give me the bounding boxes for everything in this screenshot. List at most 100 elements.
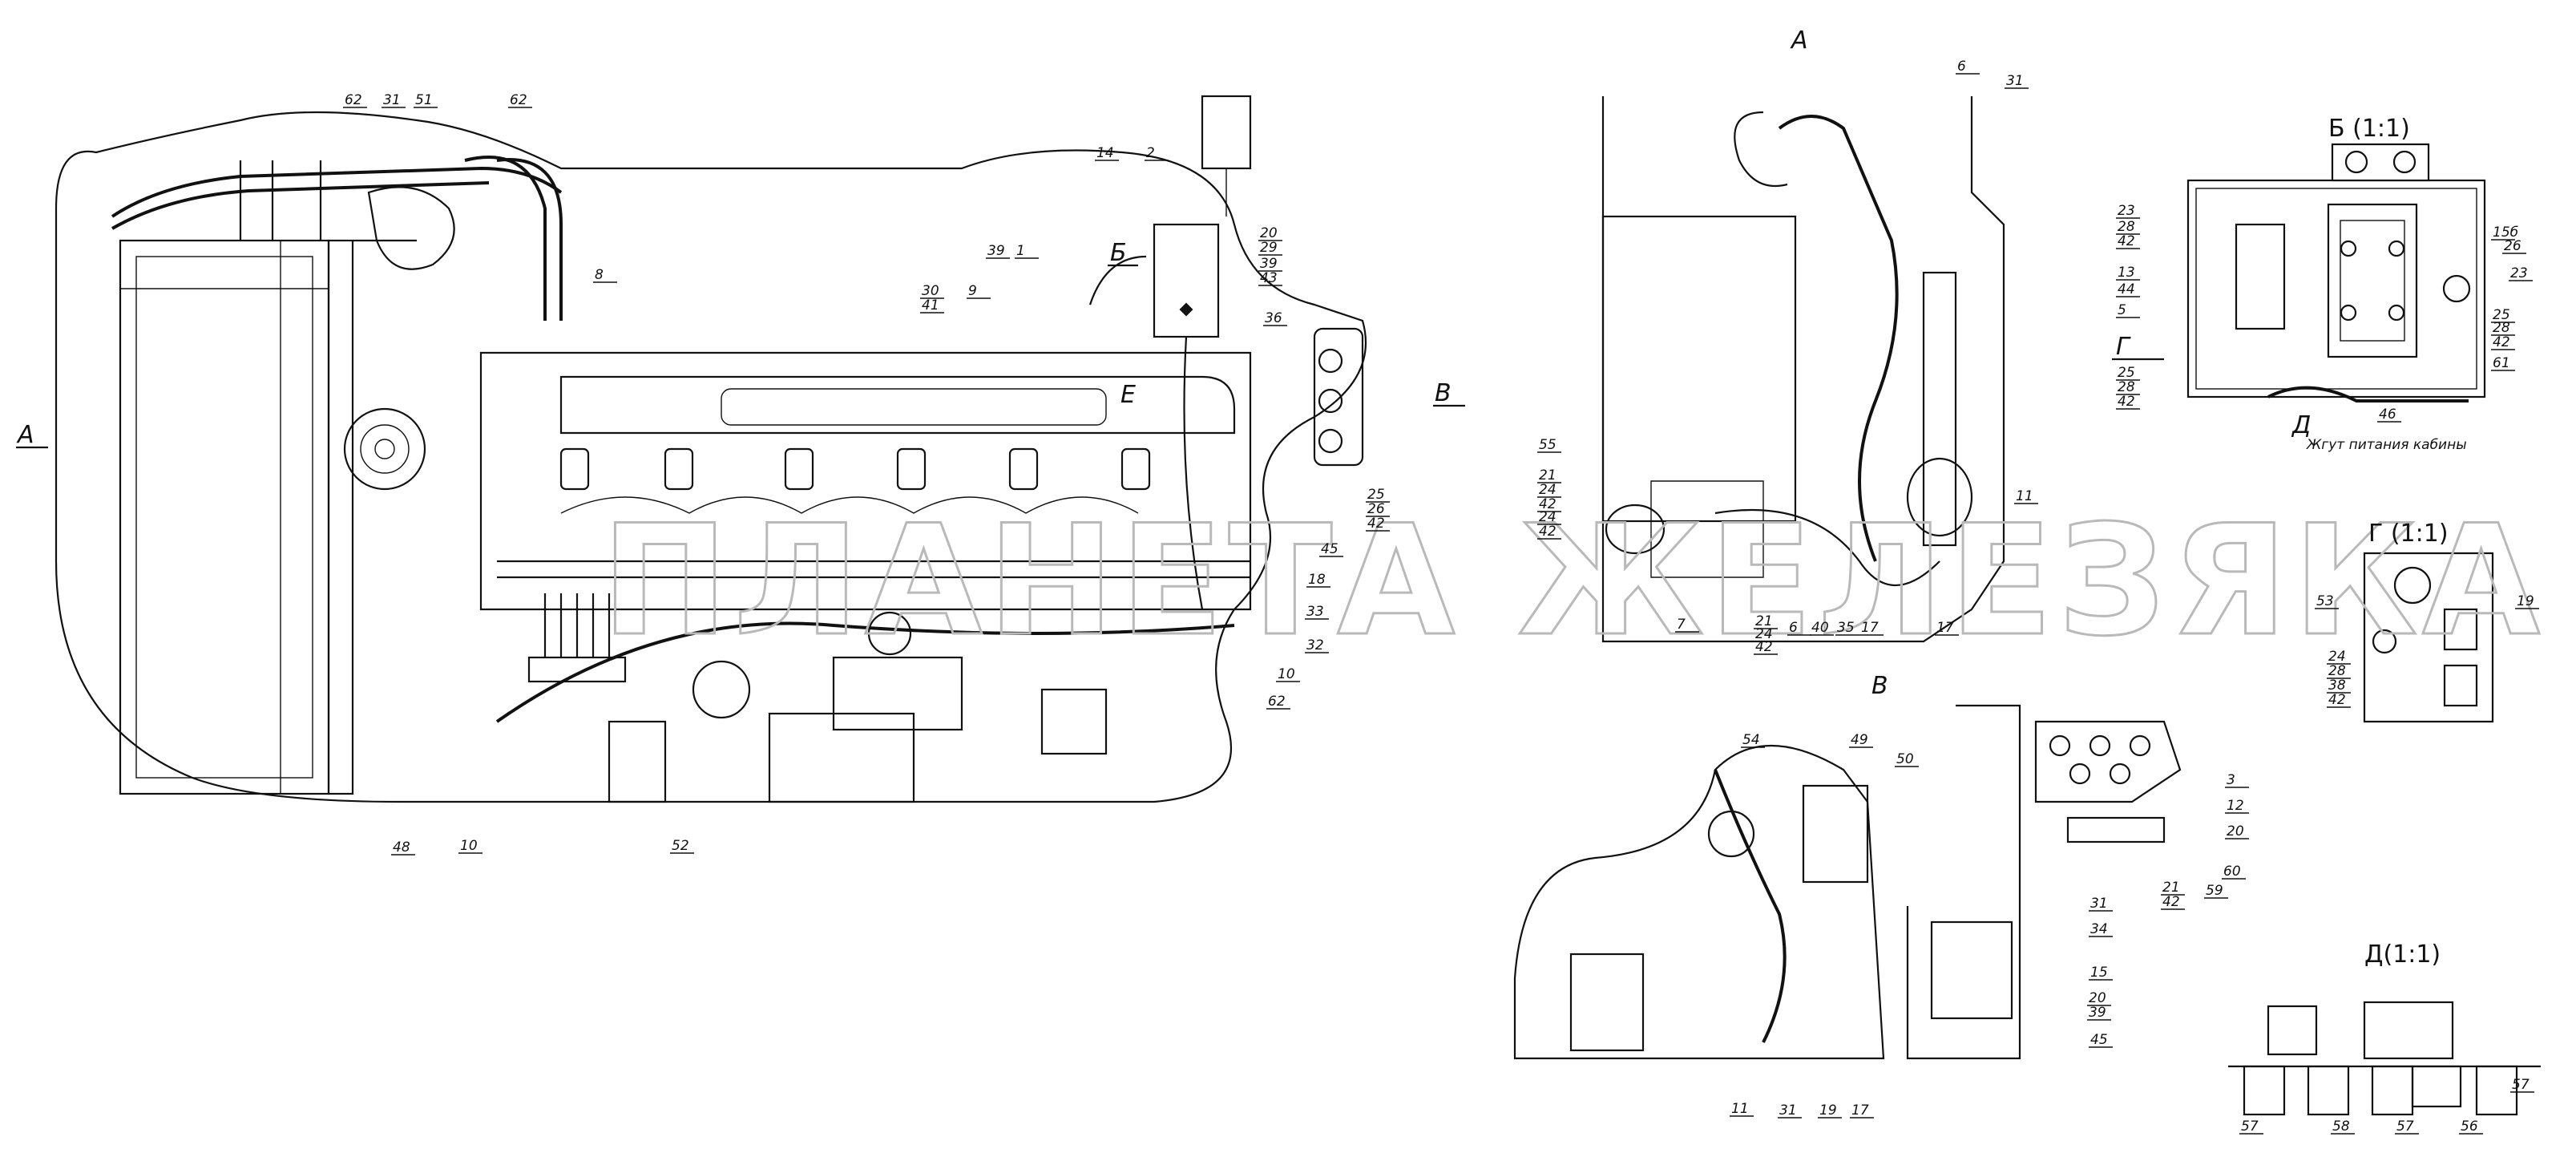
- callout-topa-4: 24: [1539, 482, 1557, 498]
- section-letter-v: В: [1435, 379, 1452, 407]
- section-labels: А Б Е В А Б (1:1) Г (1:1) В Д(1:1) Г Д Ж…: [16, 26, 2467, 969]
- callout-g-0: 53: [2316, 593, 2334, 609]
- callout-topa-1: 31: [2006, 73, 2024, 89]
- callout-main-27: 10: [460, 838, 478, 854]
- callout-main-26: 48: [393, 839, 410, 856]
- section-letter-e: Е: [1120, 381, 1136, 409]
- callout-topa-10: 24: [1755, 626, 1773, 642]
- callout-topa-13: 40: [1811, 620, 1829, 636]
- detail-g: [2363, 552, 2494, 723]
- callout-b-6: 25: [2118, 365, 2135, 381]
- section-letter-b: Б: [1110, 239, 1127, 267]
- callout-b-1: 28: [2118, 219, 2135, 235]
- callout-topa-7: 42: [1539, 524, 1557, 540]
- arrow-d-label: Д: [2291, 411, 2311, 439]
- callout-g-1: 19: [2517, 593, 2534, 609]
- callouts-detail-d: 57 57 58 57 56: [2239, 1077, 2534, 1135]
- detail-v-title: В: [1871, 672, 1888, 700]
- callout-b-3: 13: [2118, 265, 2135, 281]
- callout-v-16: 11: [1731, 1101, 1749, 1117]
- callout-main-25: 62: [1268, 694, 1286, 710]
- detail-b-title: Б (1:1): [2328, 115, 2410, 143]
- watermark: ПЛАНЕТА ЖЕЛЕЗЯКА: [601, 492, 2545, 669]
- callout-main-24: 10: [1278, 666, 1295, 682]
- callout-topa-16: 17: [1936, 620, 1954, 636]
- callout-d-2: 58: [2332, 1119, 2350, 1135]
- callout-d-4: 56: [2461, 1119, 2478, 1135]
- callout-g-2: 24: [2328, 649, 2346, 665]
- callout-v-18: 19: [1819, 1102, 1837, 1119]
- callout-v-12: 15: [2090, 965, 2108, 981]
- callout-b-4: 44: [2118, 281, 2135, 297]
- callout-topa-3: 21: [1539, 467, 1557, 483]
- callout-b-15: 61: [2493, 355, 2510, 371]
- callout-d-0: 57: [2241, 1119, 2259, 1135]
- callout-main-16: 36: [1265, 310, 1282, 326]
- callout-v-5: 20: [2227, 823, 2244, 839]
- section-letter-a: А: [16, 421, 34, 449]
- callout-b-14: 42: [2493, 334, 2510, 350]
- callout-v-9: 42: [2162, 894, 2180, 910]
- callout-b-12: 25: [2493, 307, 2510, 323]
- detail-g-title: Г (1:1): [2368, 520, 2449, 548]
- callout-v-11: 34: [2090, 921, 2108, 937]
- callout-main-1: 31: [383, 92, 401, 108]
- callout-b-10: 15б: [2493, 225, 2518, 241]
- callout-d-1: 57: [2512, 1077, 2530, 1093]
- callout-g-4: 38: [2328, 678, 2346, 694]
- callout-b-11: 26: [2504, 238, 2521, 254]
- detail-b: [2186, 143, 2486, 403]
- detail-d: [2228, 1001, 2541, 1116]
- callout-b-9: 46: [2379, 407, 2396, 423]
- callout-main-15: 43: [1260, 270, 1278, 286]
- callout-main-8: 1: [1016, 243, 1025, 259]
- callout-main-9: 30: [922, 283, 939, 299]
- callout-topa-17: 11: [2016, 488, 2033, 504]
- detail-v: [1513, 704, 2182, 1060]
- callout-topa-15: 17: [1861, 620, 1879, 636]
- main-engine-view: [55, 95, 1367, 803]
- callout-b-16: 23: [2510, 265, 2528, 281]
- callout-v-8: 21: [2162, 880, 2180, 896]
- callout-topa-9: 21: [1755, 613, 1773, 629]
- callout-v-15: 45: [2090, 1032, 2108, 1048]
- callout-main-10: 41: [922, 297, 939, 314]
- callout-b-8: 42: [2118, 394, 2135, 410]
- callout-v-6: 60: [2223, 864, 2241, 880]
- callout-topa-6: 24: [1539, 509, 1557, 525]
- callout-v-19: 17: [1851, 1102, 1869, 1119]
- callout-main-14: 39: [1260, 256, 1278, 272]
- callout-v-10: 31: [2090, 896, 2108, 912]
- callout-b-0: 23: [2118, 203, 2135, 219]
- callout-topa-0: 6: [1957, 59, 1966, 75]
- callout-main-7: 39: [987, 243, 1005, 259]
- callout-topa-5: 42: [1539, 496, 1557, 512]
- callout-main-22: 33: [1306, 604, 1324, 620]
- callout-v-13: 20: [2089, 990, 2106, 1006]
- callout-b-2: 42: [2118, 233, 2135, 249]
- callout-main-11: 9: [968, 283, 977, 299]
- callout-d-3: 57: [2396, 1119, 2414, 1135]
- callout-main-28: 52: [672, 838, 689, 854]
- callout-main-21: 18: [1308, 572, 1326, 588]
- injector-row: [559, 447, 1151, 491]
- callout-v-4: 12: [2227, 798, 2244, 814]
- arrow-g-label: Г: [2116, 333, 2131, 361]
- callout-v-2: 50: [1896, 751, 1914, 767]
- callout-topa-12: 6: [1789, 620, 1798, 636]
- callout-main-6: 2: [1146, 145, 1155, 161]
- callout-topa-11: 42: [1755, 639, 1773, 655]
- callout-g-5: 42: [2328, 692, 2346, 708]
- callout-v-0: 54: [1742, 732, 1760, 748]
- view-a-title: А: [1790, 26, 1808, 55]
- callout-main-17: 25: [1367, 487, 1385, 503]
- callout-main-4: 8: [595, 267, 604, 283]
- callout-main-18: 26: [1367, 501, 1385, 517]
- callout-g-3: 28: [2328, 663, 2346, 679]
- callout-b-5: 5: [2118, 302, 2126, 318]
